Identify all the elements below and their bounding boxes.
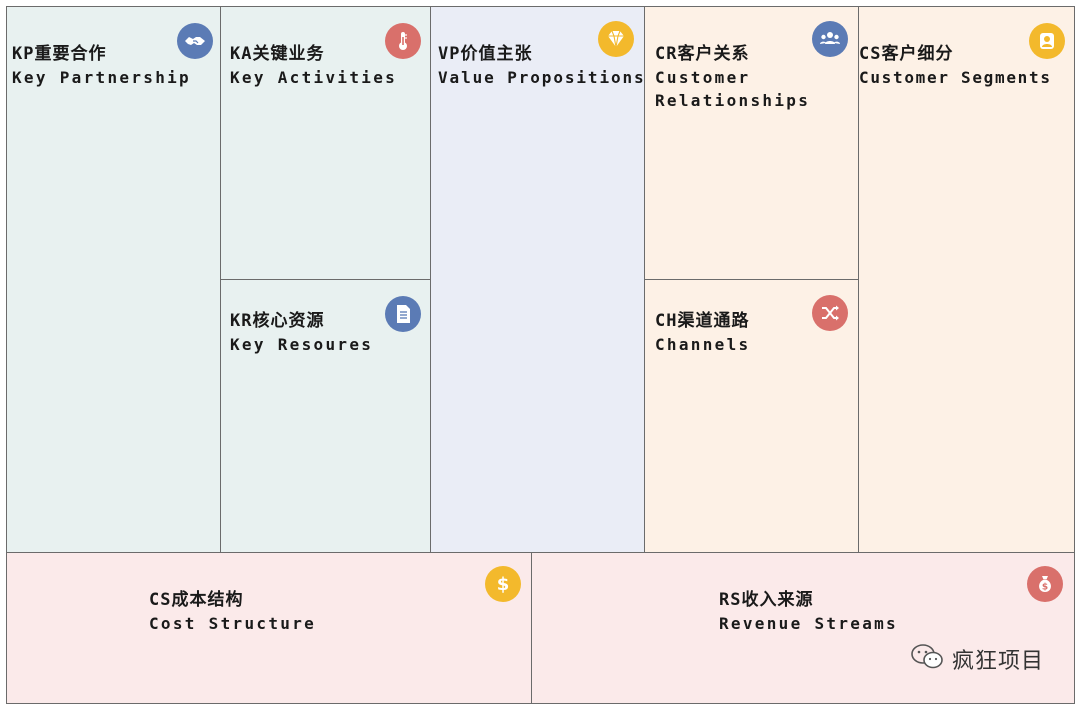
- dollar-icon: $: [485, 566, 521, 602]
- key-activities-block: KA关键业务 Key Activities: [220, 6, 431, 280]
- handshake-icon: [177, 23, 213, 59]
- block-subtitle: Cost Structure: [149, 614, 317, 633]
- customer-relationships-block: CR客户关系 Customer Relationships: [644, 6, 859, 280]
- key-resources-block: KR核心资源 Key Resoures: [220, 279, 431, 553]
- block-title: KP重要合作: [12, 44, 107, 64]
- revenue-streams-block: RS收入来源 Revenue Streams $: [531, 552, 1075, 704]
- watermark-text: 疯狂项目: [951, 649, 1044, 674]
- block-subtitle: Revenue Streams: [719, 614, 898, 633]
- money-bag-icon: $: [1027, 566, 1063, 602]
- block-title: KR核心资源: [230, 311, 325, 331]
- user-icon: [1029, 23, 1065, 59]
- block-title: KA关键业务: [230, 44, 325, 64]
- block-subtitle: Key Resoures: [230, 335, 374, 354]
- block-subtitle: Customer Segments: [859, 68, 1052, 87]
- svg-text:$: $: [1042, 583, 1048, 593]
- block-title: RS收入来源: [719, 590, 814, 610]
- channels-block: CH渠道通路 Channels: [644, 279, 859, 553]
- svg-text:$: $: [497, 574, 510, 595]
- cost-structure-block: CS成本结构 Cost Structure $: [6, 552, 532, 704]
- block-title: CR客户关系: [655, 44, 750, 64]
- wechat-icon: [910, 643, 944, 675]
- block-title: CS客户细分: [859, 44, 954, 64]
- block-subtitle: Key Partnership: [12, 68, 191, 87]
- shuffle-icon: [812, 295, 848, 331]
- block-subtitle: Value Propositions: [438, 68, 646, 87]
- thermometer-icon: [385, 23, 421, 59]
- diamond-icon: [598, 21, 634, 57]
- block-title: CH渠道通路: [655, 311, 750, 331]
- key-partnership-block: KP重要合作 Key Partnership: [6, 6, 221, 553]
- document-icon: [385, 296, 421, 332]
- customer-segments-block: CS客户细分 Customer Segments: [858, 6, 1075, 553]
- block-subtitle: Key Activities: [230, 68, 398, 87]
- block-title: CS成本结构: [149, 590, 244, 610]
- block-subtitle: Channels: [655, 335, 751, 354]
- block-title: VP价值主张: [438, 44, 533, 64]
- value-propositions-block: VP价值主张 Value Propositions: [430, 6, 645, 553]
- watermark: 疯狂项目: [910, 643, 1044, 675]
- block-subtitle: Customer Relationships: [655, 68, 811, 110]
- users-icon: [812, 21, 848, 57]
